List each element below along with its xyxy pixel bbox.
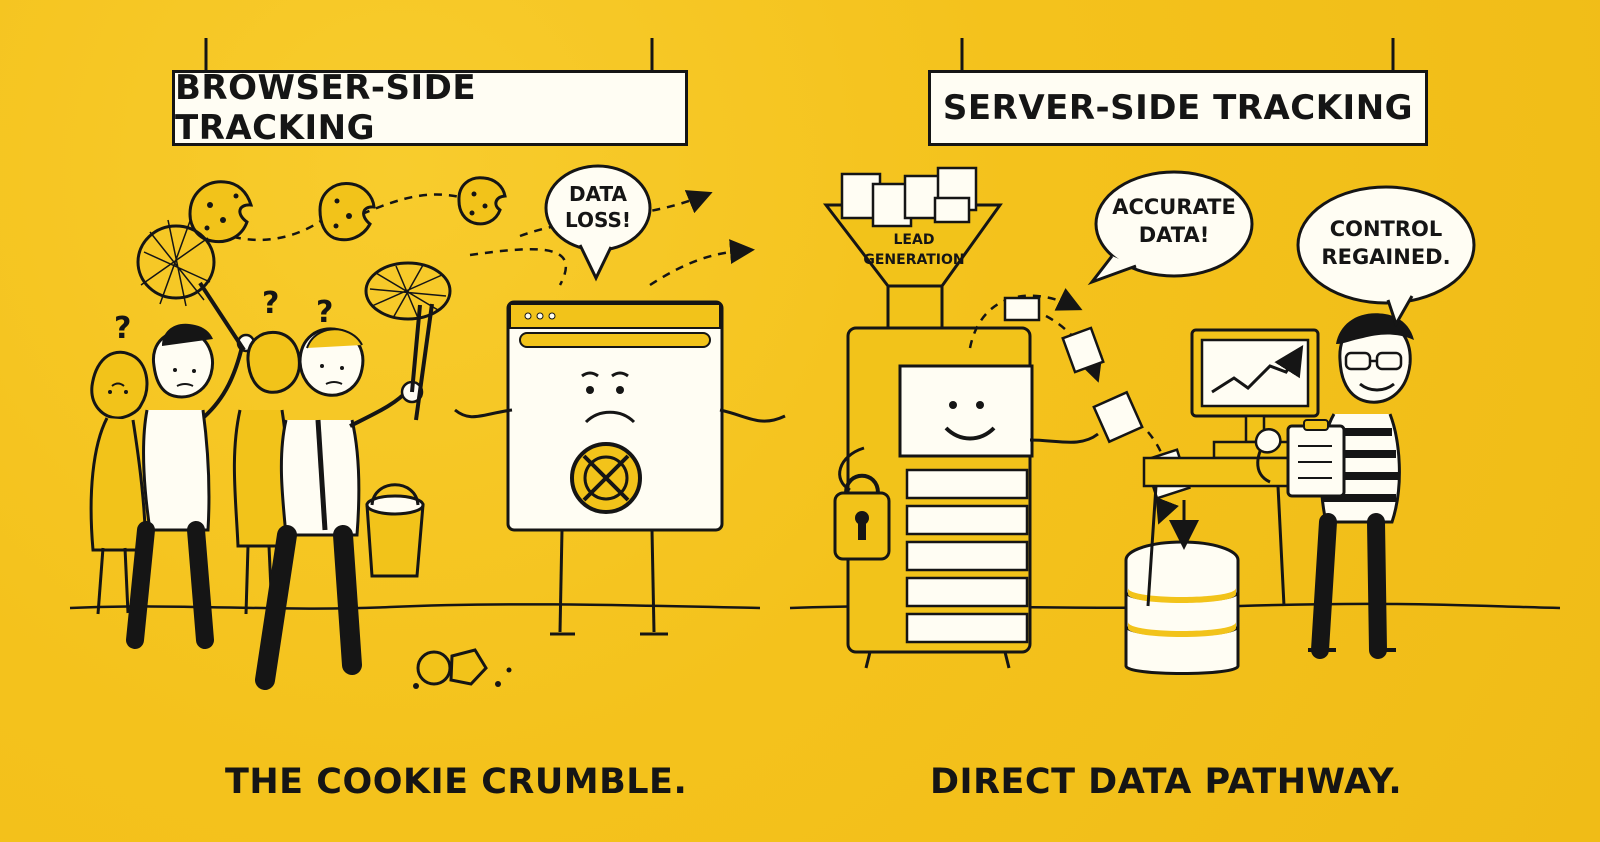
cookie-icon bbox=[188, 180, 254, 244]
lock-icon bbox=[833, 473, 891, 561]
happy-analyst-character bbox=[1254, 313, 1414, 659]
sad-browser-character bbox=[454, 300, 786, 636]
butterfly-net-icon bbox=[364, 261, 452, 421]
left-floor-line bbox=[69, 603, 761, 610]
question-mark: ? bbox=[262, 286, 279, 321]
happy-server-character bbox=[838, 326, 1099, 669]
speech-bubble-accurate-data-line2: DATA! bbox=[1139, 223, 1210, 247]
speech-bubble-data-loss-line1: DATA bbox=[569, 182, 628, 206]
funnel-label-generation: GENERATION bbox=[863, 252, 964, 268]
speech-bubble-data-loss-line2: LOSS! bbox=[565, 208, 631, 232]
speech-bubble-control-regained-line2: REGAINED. bbox=[1321, 245, 1450, 269]
funnel-label-lead: LEAD bbox=[894, 232, 935, 248]
speech-bubble-accurate-data-line1: ACCURATE bbox=[1112, 195, 1236, 219]
cookie-crumbs bbox=[413, 648, 512, 689]
worried-team bbox=[89, 304, 425, 690]
cookie-flight-path bbox=[361, 193, 466, 216]
speech-bubble-control-regained-line1: CONTROL bbox=[1330, 217, 1443, 241]
speech-bubble-accurate-data: ACCURATE DATA! bbox=[1087, 170, 1254, 286]
data-loss-arrow bbox=[649, 239, 755, 287]
cookie-icon bbox=[318, 182, 376, 242]
cookie-icon bbox=[457, 176, 507, 226]
butterfly-net-icon bbox=[136, 219, 246, 352]
left-panel-caption: THE COOKIE CRUMBLE. bbox=[225, 762, 688, 802]
right-panel-caption: DIRECT DATA PATHWAY. bbox=[930, 762, 1403, 802]
question-mark: ? bbox=[114, 311, 131, 346]
question-mark: ? bbox=[316, 295, 333, 330]
data-loss-arrow bbox=[469, 248, 567, 286]
database-icon bbox=[1124, 500, 1240, 675]
left-panel-title: BROWSER-SIDE TRACKING bbox=[172, 68, 688, 148]
lead-generation-funnel: LEAD GENERATION bbox=[822, 166, 1003, 332]
right-panel-title: SERVER-SIDE TRACKING bbox=[928, 70, 1428, 146]
speech-bubble-data-loss: DATA LOSS! bbox=[544, 164, 652, 282]
speech-bubble-control-regained: CONTROL REGAINED. bbox=[1296, 185, 1476, 328]
analytics-monitor bbox=[1142, 328, 1320, 607]
